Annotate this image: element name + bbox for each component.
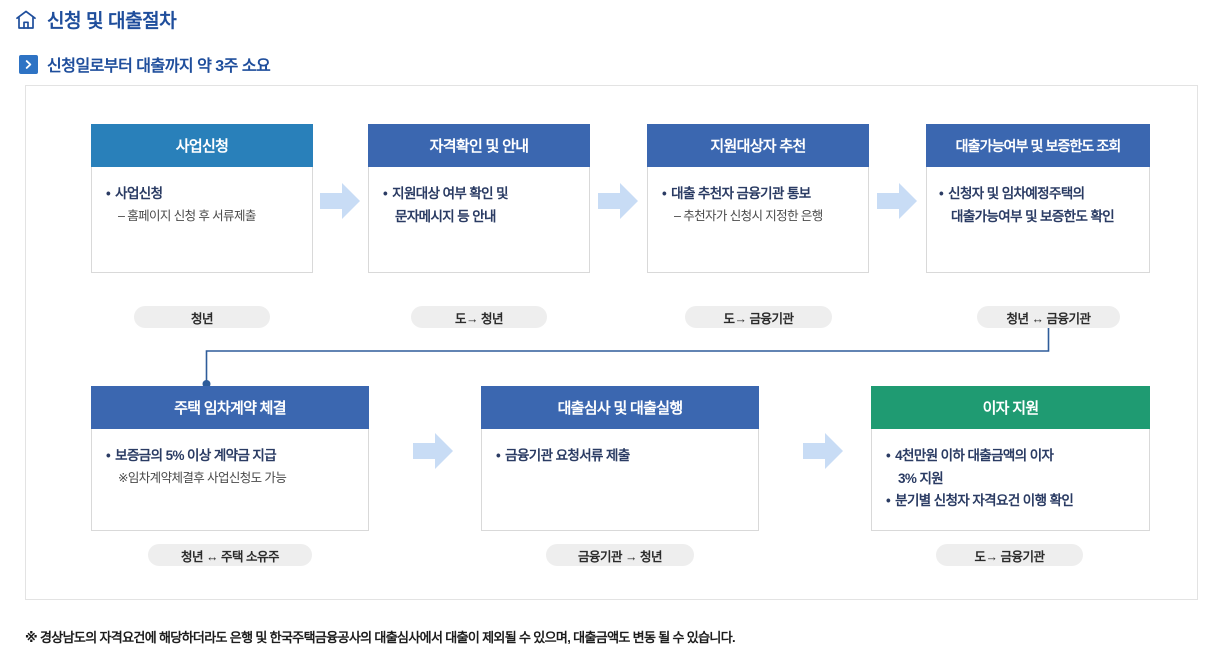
- step-2-bullet-1: • 지원대상 여부 확인 및: [383, 184, 575, 204]
- actor-pill-step-4: 청년 ↔ 금융기관: [977, 306, 1120, 328]
- step-1-subtext-1: – 홈페이지 신청 후 서류제출: [118, 208, 256, 223]
- actor-pill-step-6-text: 금융기관 → 청년: [578, 549, 662, 564]
- chevron-right-icon: [19, 54, 38, 74]
- step-7-bullet-1: • 4천만원 이하 대출금액의 이자: [886, 446, 1135, 466]
- step-2-bullet-1-cont-text: 문자메시지 등 안내: [395, 208, 496, 224]
- step-3-subtext-1: – 추천자가 신청시 지정한 은행: [674, 208, 823, 223]
- step-6-bullet-1: • 금융기관 요청서류 제출: [496, 446, 744, 466]
- step-4-body: • 신청자 및 임차예정주택의 대출가능여부 및 보증한도 확인: [926, 167, 1150, 273]
- step-7-title: 이자 지원: [982, 400, 1040, 417]
- step-box-3[interactable]: 지원대상자 추천 • 대출 추천자 금융기관 통보 – 추천자가 신청시 지정한…: [647, 124, 869, 273]
- bullet-dot: •: [886, 493, 891, 509]
- step-2-body: • 지원대상 여부 확인 및 문자메시지 등 안내: [368, 167, 590, 273]
- bullet-dot: •: [939, 186, 944, 201]
- actor-pill-step-1: 청년: [134, 306, 270, 328]
- right-arrow-icon: [877, 183, 917, 219]
- step-box-6[interactable]: 대출심사 및 대출실행 • 금융기관 요청서류 제출: [481, 386, 759, 531]
- actor-pill-step-7-text: 도→ 금융기관: [974, 549, 1045, 564]
- bullet-dot: •: [662, 186, 667, 201]
- section-subheading: 신청일로부터 대출까지 약 3주 소요: [19, 52, 271, 76]
- step-1-bullet-1: • 사업신청: [106, 184, 298, 204]
- footnote: ※ 경상남도의 자격요건에 해당하더라도 은행 및 한국주택금융공사의 대출심사…: [25, 630, 736, 645]
- step-6-header: 대출심사 및 대출실행: [481, 386, 759, 429]
- home-icon: [14, 8, 38, 32]
- step-5-header: 주택 임차계약 체결: [91, 386, 369, 429]
- step-5-note-1: ※임차계약체결후 사업신청도 가능: [118, 470, 287, 485]
- step-6-bullet-1-text: 금융기관 요청서류 제출: [505, 448, 630, 463]
- step-2-header: 자격확인 및 안내: [368, 124, 590, 167]
- actor-pill-step-1-text: 청년: [190, 311, 214, 326]
- arrow-step-5-to-6: [411, 430, 455, 472]
- step-7-bullet-1-text: 4천만원 이하 대출금액의 이자: [895, 448, 1054, 463]
- step-3-title: 지원대상자 추천: [710, 138, 806, 155]
- step-7-header: 이자 지원: [871, 386, 1150, 429]
- step-3-body: • 대출 추천자 금융기관 통보 – 추천자가 신청시 지정한 은행: [647, 167, 869, 273]
- step-4-bullet-1-text: 신청자 및 임차예정주택의: [948, 186, 1085, 201]
- step-7-bullet-1-cont: 3% 지원: [886, 469, 1135, 489]
- bullet-dot: •: [886, 448, 891, 463]
- actor-pill-step-7: 도→ 금융기관: [936, 544, 1083, 566]
- step-box-5[interactable]: 주택 임차계약 체결 • 보증금의 5% 이상 계약금 지급 ※임차계약체결후 …: [91, 386, 369, 531]
- bullet-dot: •: [496, 448, 501, 463]
- step-7-body: • 4천만원 이하 대출금액의 이자 3% 지원 • 분기별 신청자 자격요건 …: [871, 429, 1150, 531]
- actor-pill-step-5: 청년 ↔ 주택 소유주: [148, 544, 312, 566]
- step-4-bullet-1-cont: 대출가능여부 및 보증한도 확인: [939, 207, 1141, 227]
- step-box-4[interactable]: 대출가능여부 및 보증한도 조회 • 신청자 및 임차예정주택의 대출가능여부 …: [926, 124, 1150, 273]
- actor-pill-step-6: 금융기관 → 청년: [546, 544, 694, 566]
- actor-pill-step-5-text: 청년 ↔ 주택 소유주: [181, 549, 279, 564]
- step-7-bullet-1-cont-text: 3% 지원: [898, 470, 944, 486]
- step-4-bullet-1: • 신청자 및 임차예정주택의: [939, 184, 1141, 204]
- page-title: 신청 및 대출절차: [47, 11, 177, 32]
- bullet-dot: •: [106, 448, 111, 463]
- actor-pill-step-2: 도→ 청년: [411, 306, 547, 328]
- right-arrow-icon: [320, 183, 360, 219]
- actor-pill-step-3: 도→ 금융기관: [685, 306, 832, 328]
- step-3-header: 지원대상자 추천: [647, 124, 869, 167]
- step-6-body: • 금융기관 요청서류 제출: [481, 429, 759, 531]
- process-flow-diagram: 사업신청 • 사업신청 – 홈페이지 신청 후 서류제출 청년 자격확인 및 안…: [25, 85, 1198, 600]
- arrow-step-2-to-3: [596, 180, 640, 222]
- step-box-2[interactable]: 자격확인 및 안내 • 지원대상 여부 확인 및 문자메시지 등 안내: [368, 124, 590, 273]
- step-5-bullet-1: • 보증금의 5% 이상 계약금 지급: [106, 446, 354, 466]
- right-arrow-icon: [598, 183, 638, 219]
- bullet-dot: •: [383, 186, 388, 201]
- step-7-bullet-2: • 분기별 신청자 자격요건 이행 확인: [886, 491, 1135, 511]
- step-4-bullet-1-cont-text: 대출가능여부 및 보증한도 확인: [951, 208, 1115, 224]
- step-box-1[interactable]: 사업신청 • 사업신청 – 홈페이지 신청 후 서류제출: [91, 124, 313, 273]
- step-2-bullet-1-text: 지원대상 여부 확인 및: [392, 186, 508, 201]
- step-5-title: 주택 임차계약 체결: [174, 400, 286, 417]
- step-1-body: • 사업신청 – 홈페이지 신청 후 서류제출: [91, 167, 313, 273]
- step-box-7[interactable]: 이자 지원 • 4천만원 이하 대출금액의 이자 3% 지원 • 분기별 신청자…: [871, 386, 1150, 531]
- actor-pill-step-3-text: 도→ 금융기관: [723, 311, 794, 326]
- bullet-dot: •: [106, 186, 111, 201]
- step-3-bullet-1: • 대출 추천자 금융기관 통보: [662, 184, 854, 204]
- actor-pill-step-2-text: 도→ 청년: [455, 311, 503, 326]
- step-4-header: 대출가능여부 및 보증한도 조회: [926, 124, 1150, 167]
- step-5-bullet-1-text: 보증금의 5% 이상 계약금 지급: [115, 448, 277, 463]
- right-arrow-icon: [413, 433, 453, 469]
- arrow-step-6-to-7: [801, 430, 845, 472]
- step-6-title: 대출심사 및 대출실행: [557, 400, 684, 417]
- page-header: 신청 및 대출절차: [14, 6, 177, 33]
- step-1-title: 사업신청: [175, 138, 229, 155]
- arrow-step-1-to-2: [318, 180, 362, 222]
- right-arrow-icon: [803, 433, 843, 469]
- arrow-step-3-to-4: [875, 180, 919, 222]
- step-3-bullet-1-text: 대출 추천자 금융기관 통보: [671, 186, 811, 201]
- step-1-header: 사업신청: [91, 124, 313, 167]
- step-4-title: 대출가능여부 및 보증한도 조회: [955, 137, 1122, 154]
- step-2-bullet-1-cont: 문자메시지 등 안내: [383, 207, 575, 227]
- actor-pill-step-4-text: 청년 ↔ 금융기관: [1006, 311, 1091, 326]
- step-5-body: • 보증금의 5% 이상 계약금 지급 ※임차계약체결후 사업신청도 가능: [91, 429, 369, 531]
- step-2-title: 자격확인 및 안내: [429, 138, 529, 155]
- subheading-text: 신청일로부터 대출까지 약 3주 소요: [47, 58, 271, 75]
- step-1-bullet-1-text: 사업신청: [115, 186, 163, 201]
- step-7-bullet-2-text: 분기별 신청자 자격요건 이행 확인: [895, 493, 1074, 509]
